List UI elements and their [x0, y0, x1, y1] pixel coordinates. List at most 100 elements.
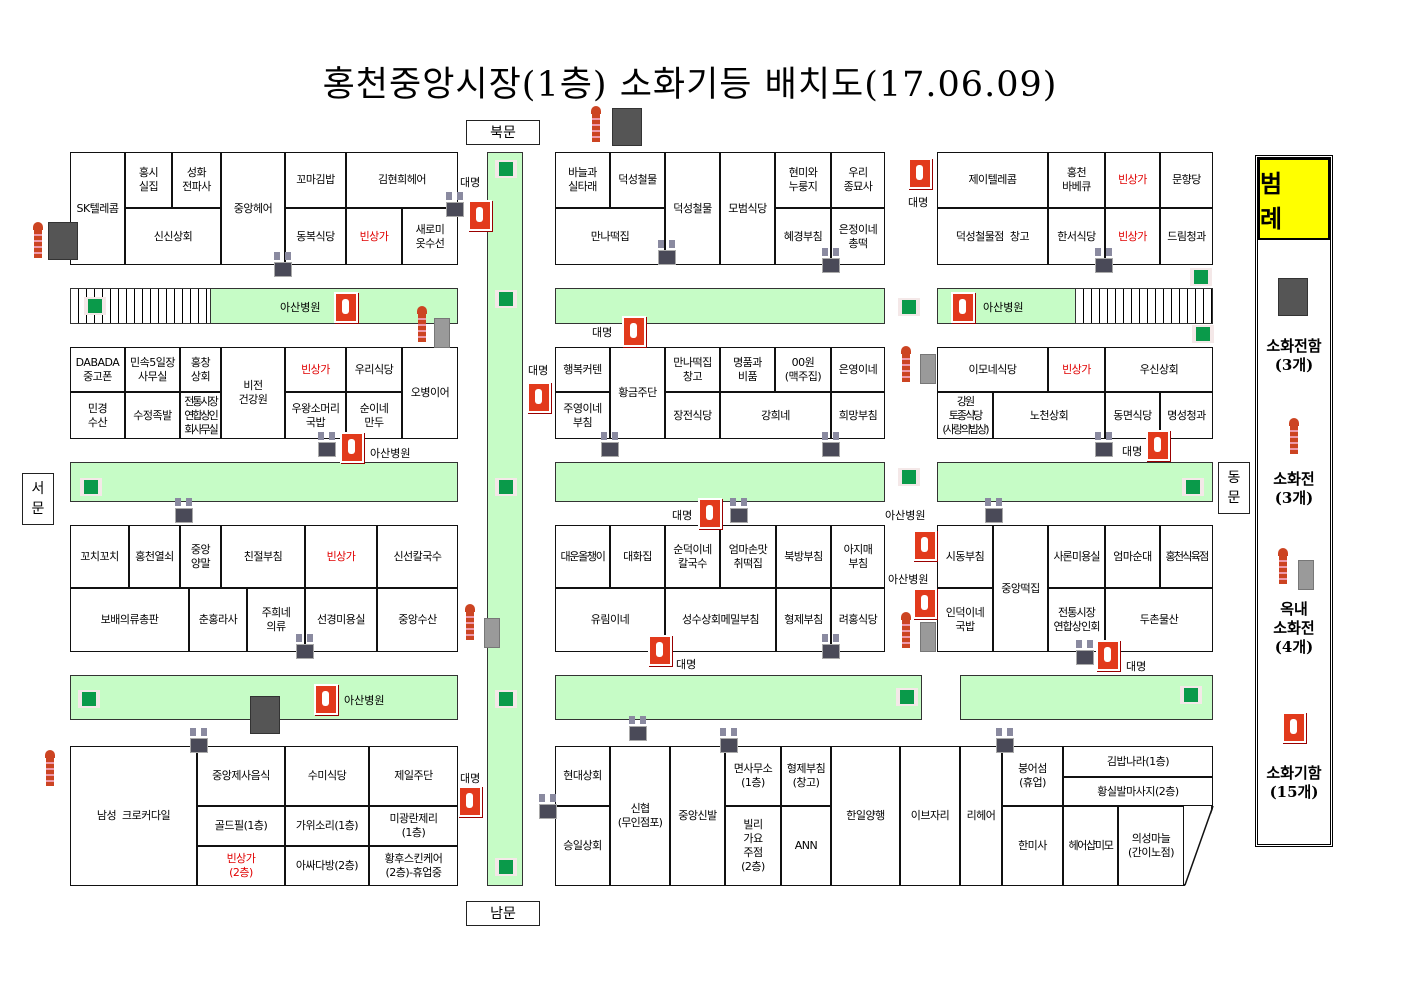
- fire-alarm-panel-icon: [822, 432, 840, 459]
- store-cell: 신신상회: [125, 208, 221, 265]
- store-cell: 김밥나라(1층): [1063, 746, 1213, 777]
- location-label: 대명: [676, 658, 697, 671]
- store-cell: 순덕이네 칼국수: [665, 525, 720, 588]
- location-label: 아산병원: [280, 301, 321, 314]
- store-cell: 리헤어: [960, 746, 1002, 886]
- fire-alarm-panel-icon: [730, 498, 748, 525]
- extinguisher-box-icon: [340, 432, 364, 463]
- exit-sign-icon: [495, 690, 517, 708]
- store-cell: 동복식당: [285, 208, 346, 265]
- extinguisher-box-icon: [913, 530, 937, 561]
- store-cell: 사론미용실: [1048, 525, 1105, 588]
- location-label: 대명: [1122, 445, 1143, 458]
- store-cell: 혜경부침: [775, 208, 831, 265]
- store-cell: 북방부침: [776, 525, 831, 588]
- exit-sign-icon: [495, 478, 517, 496]
- location-label: 아산병원: [370, 447, 411, 460]
- corridor: [487, 152, 523, 886]
- store-cell: 빈상가: [1048, 347, 1105, 392]
- extinguisher-box-icon: [1096, 640, 1120, 671]
- legend-label: 소화기함 (15개): [1266, 764, 1322, 801]
- store-cell: 가위소리(1층): [285, 806, 369, 846]
- extinguisher-box-icon: [913, 588, 937, 619]
- store-cell: 신협 (무인점포): [610, 746, 670, 886]
- extinguisher-box-icon: [698, 498, 722, 529]
- store-cell: 우신상회: [1105, 347, 1213, 392]
- store-cell: 성화 전파사: [172, 152, 221, 208]
- store-cell: 골드필(1층): [197, 806, 285, 846]
- exit-sign-icon: [495, 290, 517, 308]
- store-cell: 중앙제사음식: [197, 746, 285, 806]
- store-cell: 중앙수산: [377, 588, 458, 652]
- exit-sign-icon: [80, 478, 102, 496]
- location-label: 대명: [908, 196, 929, 209]
- location-label: 아산병원: [983, 301, 1024, 314]
- store-cell: 장전식당: [665, 392, 720, 439]
- fire-hydrant-icon: [898, 612, 914, 648]
- store-cell: 현대상회: [555, 746, 610, 806]
- store-cell: 중앙 양말: [180, 525, 221, 588]
- store-cell: 덕성철물: [610, 152, 665, 208]
- store-cell: 수미식당: [285, 746, 369, 806]
- store-cell: 유림이네: [555, 588, 665, 652]
- exit-sign-icon: [1192, 325, 1214, 343]
- store-cell: 황금주단: [610, 347, 665, 439]
- extinguisher-box-icon: [648, 635, 672, 666]
- fire-hose-cabinet-icon: [250, 696, 280, 734]
- exit-sign-icon: [896, 688, 918, 706]
- store-cell: 만나떡집: [555, 208, 665, 265]
- fire-alarm-panel-icon: [601, 432, 619, 459]
- location-label: 아산병원: [344, 694, 385, 707]
- store-cell: 형제부침 (창고): [781, 746, 831, 806]
- store-cell: 의성마늘 (간이노점): [1118, 806, 1184, 886]
- exit-sign-icon: [898, 298, 920, 316]
- store-cell: 민경 수산: [70, 392, 125, 439]
- store-cell: 대운올챙이: [555, 525, 610, 588]
- store-cell: 문향당: [1160, 152, 1213, 208]
- store-cell: 은영이네: [831, 347, 885, 392]
- store-cell: 바늘과 실타래: [555, 152, 610, 208]
- store-cell: 비전 건강원: [221, 347, 285, 439]
- store-cell: 홍천식육점: [1160, 525, 1213, 588]
- extinguisher-box-icon: [334, 292, 358, 323]
- exit-sign-icon: [1182, 478, 1204, 496]
- location-label: 대명: [460, 176, 481, 189]
- store-cell: 이브자리: [900, 746, 960, 886]
- fire-alarm-panel-icon: [1095, 432, 1113, 459]
- fire-alarm-panel-icon: [1076, 640, 1094, 667]
- fire-alarm-panel-icon: [318, 432, 336, 459]
- store-cell: 성수상회메밀부침: [665, 588, 776, 652]
- store-cell: 현미와 누룽지: [775, 152, 831, 208]
- fire-alarm-panel-icon: [629, 716, 647, 743]
- store-cell: 이모네식당: [937, 347, 1048, 392]
- fire-alarm-panel-icon: [274, 252, 292, 279]
- store-cell: 빈상가: [285, 347, 346, 392]
- store-cell: 우리 종묘사: [831, 152, 885, 208]
- fire-hydrant-icon: [414, 306, 430, 342]
- store-cell: 주희네 의류: [247, 588, 305, 652]
- store-cell: 빈상가: [1105, 208, 1160, 265]
- corridor: [937, 462, 1213, 502]
- exit-sign-icon: [495, 858, 517, 876]
- store-cell: 홍시 실집: [125, 152, 172, 208]
- location-label: 아산병원: [885, 509, 926, 522]
- store-cell: 제이텔레콤: [937, 152, 1048, 208]
- store-cell: 한일양행: [831, 746, 900, 886]
- extinguisher-box-icon: [458, 786, 482, 817]
- store-cell: SK텔레콤: [70, 152, 125, 265]
- store-cell: 꼬마김밥: [285, 152, 346, 208]
- exit-sign-icon: [78, 690, 100, 708]
- legend-label: 옥내 소화전 (4개): [1273, 600, 1315, 656]
- fire-alarm-panel-icon: [658, 240, 676, 267]
- exit-sign-icon: [1180, 686, 1202, 704]
- store-cell: 김현희헤어: [346, 152, 458, 208]
- store-cell: 홍창 상회: [180, 347, 221, 392]
- store-cell: 순이네 만두: [346, 392, 402, 439]
- legend-title: 범 례: [1258, 158, 1330, 240]
- store-cell: 보배의류총판: [70, 588, 189, 652]
- store-cell: 승일상회: [555, 806, 610, 886]
- legend-label: 소화전 (3개): [1273, 470, 1315, 507]
- store-cell: 선경미용실: [305, 588, 377, 652]
- store-cell: 전통시장 연합상인 회사무실: [180, 392, 221, 439]
- store-cell: 00원 (맥주집): [775, 347, 831, 392]
